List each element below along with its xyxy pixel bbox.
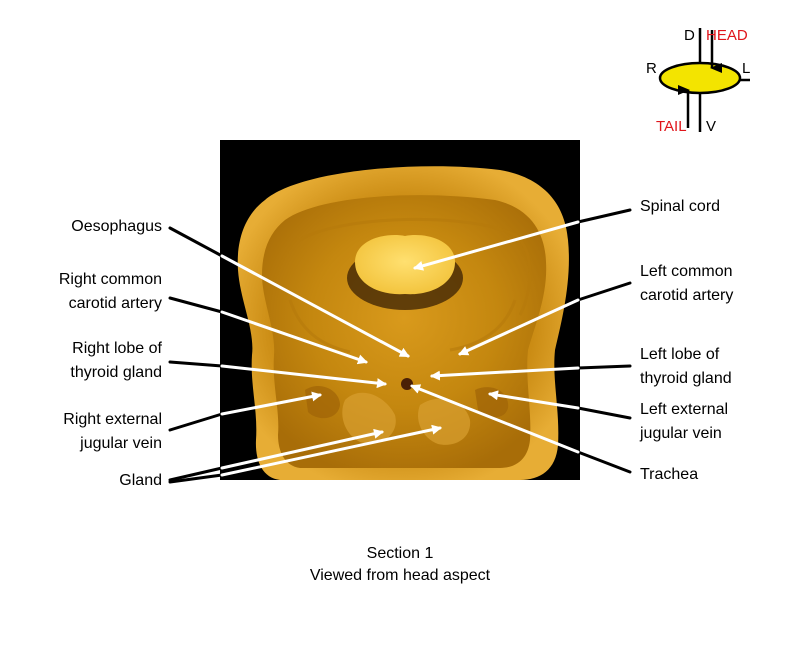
body-outline-marker: [658, 61, 742, 95]
label-spinal-cord: Spinal cord: [640, 195, 790, 219]
right-jugular-line1: Right external: [63, 411, 162, 428]
dorsal-label: D: [684, 27, 695, 44]
right-carotid-arrow: [220, 310, 368, 365]
label-oesophagus: Oesophagus: [40, 215, 162, 239]
label-right-common-carotid: Right common carotid artery: [20, 268, 162, 316]
spinal-cord-text: Spinal cord: [640, 198, 721, 215]
label-gland: Gland: [40, 469, 162, 493]
trachea-pointer: [576, 450, 632, 474]
label-right-lobe-thyroid: Right lobe of thyroid gland: [20, 337, 162, 385]
ventral-label: V: [706, 118, 716, 135]
gland-pointer-1: [168, 466, 224, 482]
left-thyroid-pointer: [576, 364, 632, 370]
trachea-lumen: [401, 378, 413, 390]
oesophagus-arrow: [220, 254, 410, 358]
right-jugular-arrow: [220, 391, 322, 416]
left-carotid-line1: Left common: [640, 263, 733, 280]
oesophagus-pointer: [168, 226, 224, 258]
label-right-external-jugular: Right external jugular vein: [20, 408, 162, 456]
orientation-diagram: D HEAD R L TAIL V: [646, 27, 750, 135]
gland-arrow-1: [220, 428, 384, 470]
label-trachea: Trachea: [640, 463, 790, 487]
right-thyroid-pointer: [168, 360, 224, 368]
trachea-arrow: [410, 384, 580, 454]
gland-pointer-2: [168, 473, 224, 484]
gland-arrow-2: [220, 424, 442, 477]
right-thyroid-line1: Right lobe of: [72, 340, 162, 357]
head-label: HEAD: [706, 27, 748, 44]
lower-glands: [418, 398, 471, 445]
label-left-lobe-thyroid: Left lobe of thyroid gland: [640, 343, 790, 391]
caption-line2: Viewed from head aspect: [309, 567, 491, 584]
tail-label: TAIL: [656, 118, 687, 135]
left-carotid-line2: carotid artery: [640, 287, 734, 304]
annotation-lines: [168, 208, 632, 484]
label-left-external-jugular: Left external jugular vein: [640, 398, 790, 446]
spinal-cord-shape: [355, 235, 455, 295]
right-jugular-line2: jugular vein: [80, 435, 162, 452]
caption-line1: Section 1: [366, 545, 434, 562]
oesophagus-text: Oesophagus: [71, 218, 162, 235]
gland-text: Gland: [119, 472, 162, 489]
specimen-photo: [220, 140, 580, 480]
left-thyroid-line1: Left lobe of: [640, 346, 720, 363]
left-jugular-pointer: [576, 406, 632, 420]
tissue-band: [299, 217, 532, 316]
left-orientation-label: L: [742, 60, 750, 77]
label-left-common-carotid: Left common carotid artery: [640, 260, 790, 308]
right-carotid-line1: Right common: [58, 271, 162, 288]
figure-caption: Section 1 Viewed from head aspect: [0, 543, 800, 587]
right-thyroid-line2: thyroid gland: [70, 364, 162, 381]
right-thyroid-arrow: [220, 364, 387, 389]
left-carotid-arrow: [458, 298, 580, 356]
left-jugular-line1: Left external: [640, 401, 729, 418]
right-jugular-pointer: [168, 412, 224, 432]
right-orientation-label: R: [646, 60, 657, 77]
left-thyroid-arrow: [430, 366, 580, 381]
right-carotid-pointer: [168, 296, 224, 314]
left-thyroid-line2: thyroid gland: [640, 370, 732, 387]
right-carotid-line2: carotid artery: [68, 295, 162, 312]
trachea-text: Trachea: [640, 466, 699, 483]
left-jugular-line2: jugular vein: [640, 425, 722, 442]
left-carotid-pointer: [576, 281, 632, 302]
spinal-cord-pointer: [576, 208, 632, 224]
left-jugular-arrow: [488, 390, 580, 410]
spinal-cord-arrow: [413, 220, 580, 271]
tissue-band: [288, 299, 351, 354]
